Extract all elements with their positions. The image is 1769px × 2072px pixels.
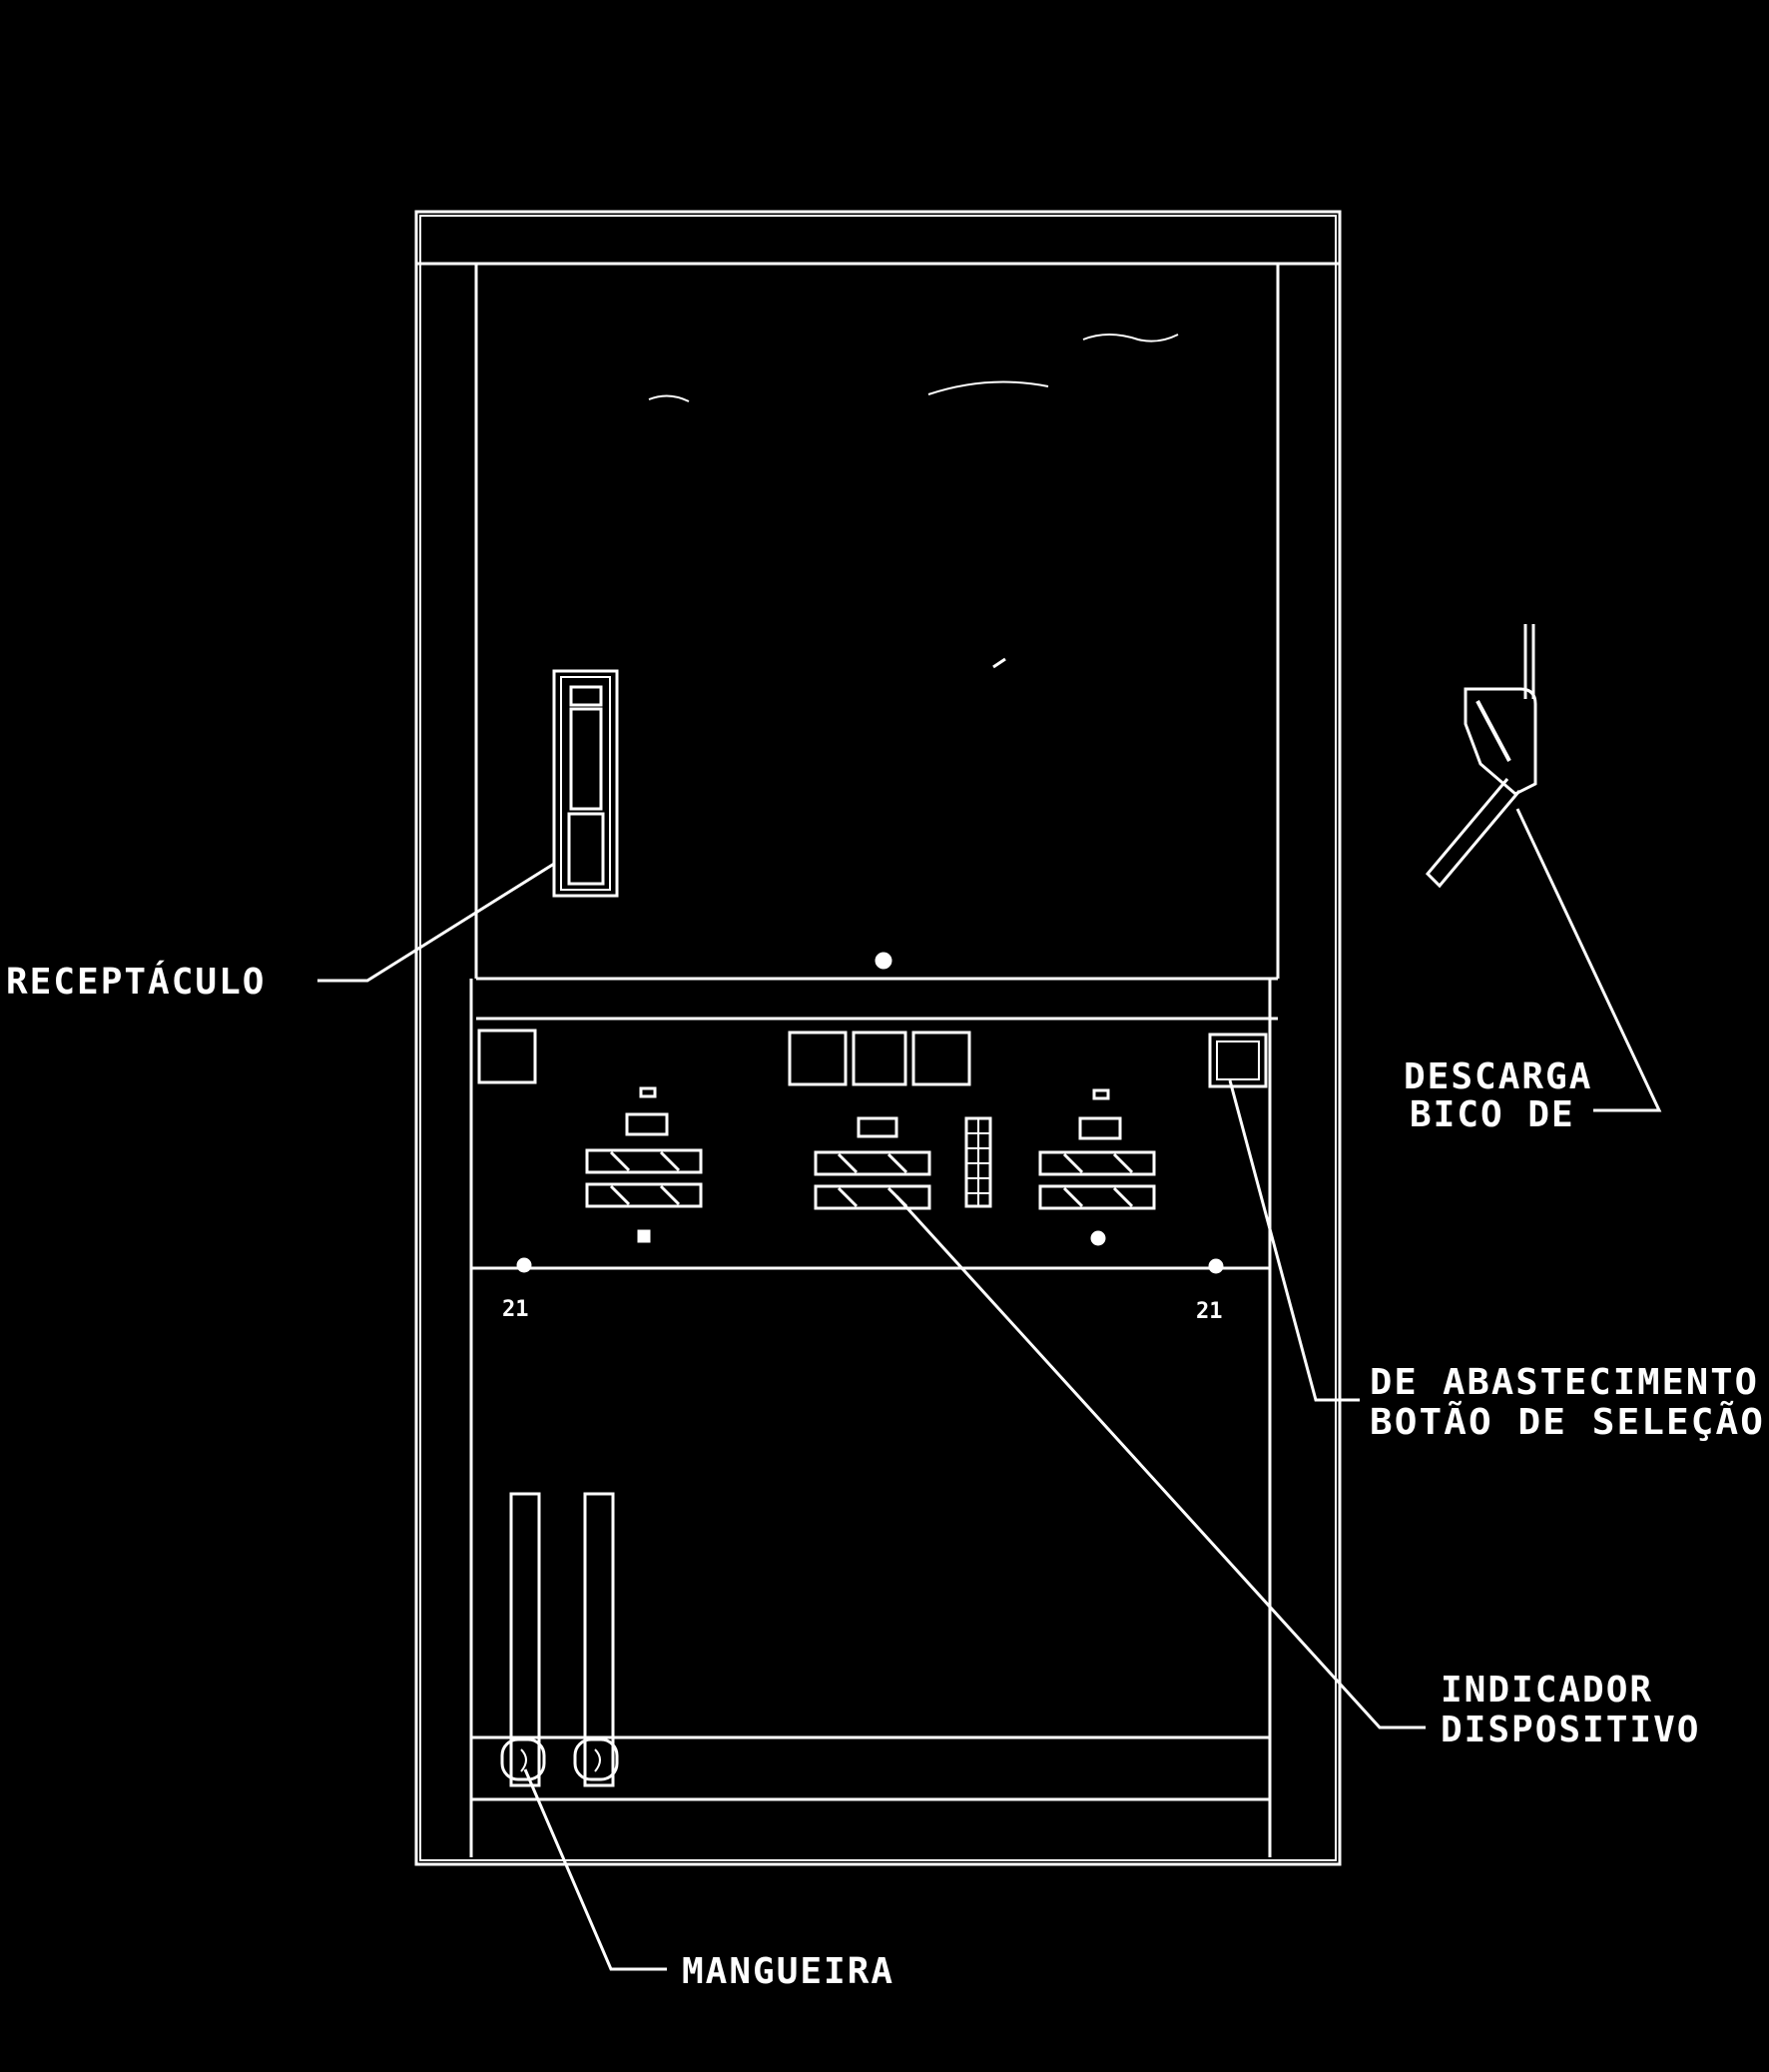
left-hose-number: 21 <box>502 1297 529 1322</box>
leader-bico <box>1515 808 1662 1112</box>
label-mangueira: MANGUEIRA <box>682 1951 894 1992</box>
label-dispositivo-line2: DISPOSITIVO <box>1441 1710 1700 1750</box>
hose-compartment <box>471 1492 1270 1801</box>
dispenser-cabinet <box>414 210 1342 1866</box>
leader-botao <box>1228 1079 1360 1402</box>
leader-dispositivo <box>894 1194 1426 1729</box>
nozzle-icon <box>1425 624 1537 889</box>
label-botao-line1: DE ABASTECIMENTO <box>1370 1362 1759 1403</box>
hose-nozzle-left <box>500 1737 546 1781</box>
label-receptaculo: RECEPTÁCULO <box>6 961 266 1003</box>
upper-display-panel <box>476 334 1278 1021</box>
leader-receptaculo <box>317 862 555 983</box>
label-bico-line2: BICO DE <box>1410 1094 1575 1135</box>
left-select-button <box>477 1029 537 1084</box>
right-hose-number: 21 <box>1196 1299 1223 1324</box>
label-dispositivo-line1: INDICADOR <box>1441 1670 1653 1711</box>
label-bico-line1: DESCARGA <box>1404 1056 1592 1097</box>
fuel-select-button <box>1208 1033 1268 1088</box>
leader-lines <box>317 808 1662 1971</box>
card-receptacle <box>552 669 619 898</box>
control-panel <box>471 1029 1270 1274</box>
leader-mangueira <box>523 1768 667 1971</box>
label-botao-line2: BOTÃO DE SELEÇÃO <box>1370 1401 1765 1443</box>
